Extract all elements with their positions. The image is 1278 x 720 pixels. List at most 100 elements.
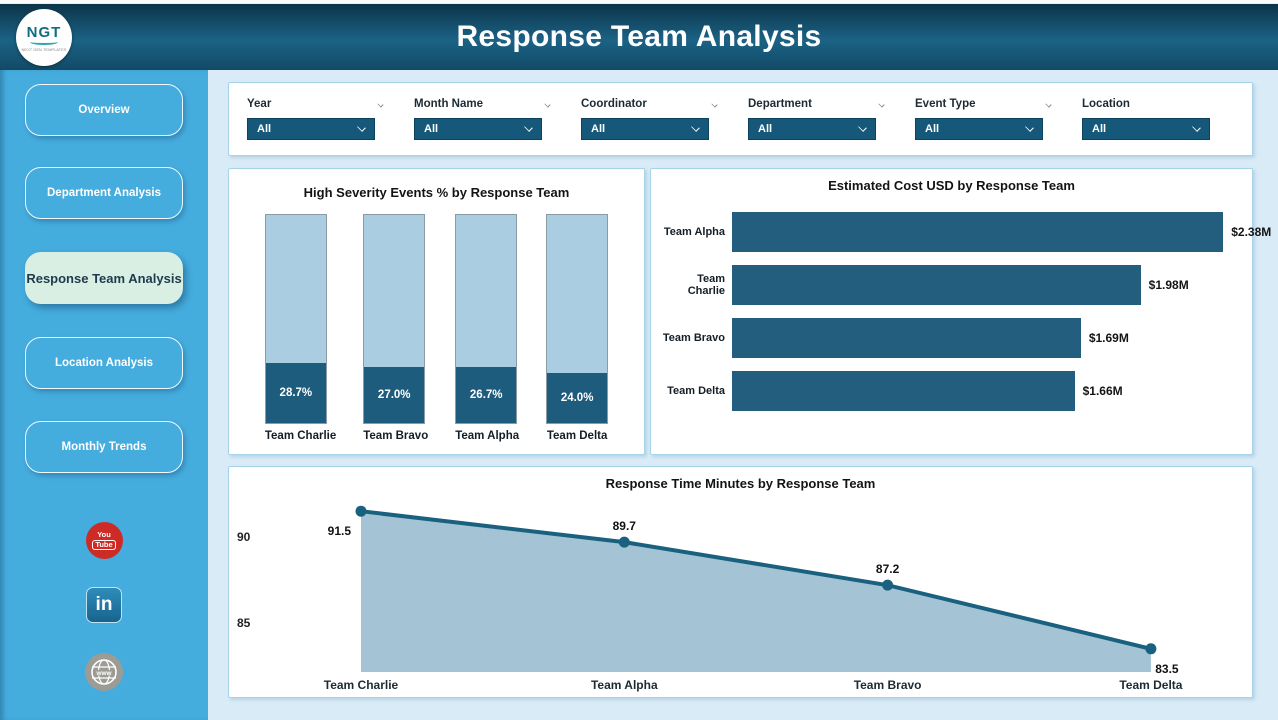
y-axis-tick-label: 90 (237, 530, 251, 544)
bar-track: $2.38M (732, 212, 1271, 252)
youtube-icon[interactable]: You Tube (85, 522, 123, 559)
globe-glyph: www (91, 659, 117, 685)
sidebar-item-monthly-trends[interactable]: Monthly Trends (25, 421, 183, 473)
remainder-segment[interactable] (547, 215, 608, 374)
dropdown-value: All (925, 123, 940, 135)
chevron-down-icon (1025, 123, 1034, 132)
bar-track: $1.69M (732, 318, 1248, 358)
dropdown-value: All (424, 123, 439, 135)
bar-value-label: $1.66M (1082, 384, 1123, 398)
stacked-column-group: 28.7% Team Charlie (264, 214, 337, 442)
filter-dropdown-month-name[interactable]: All (414, 118, 542, 140)
website-globe-icon[interactable]: www (85, 653, 123, 691)
response-time-chart-title: Response Time Minutes by Response Team (605, 476, 876, 491)
sidebar-item-location-analysis[interactable]: Location Analysis (25, 337, 183, 389)
stacked-column[interactable]: 28.7% (264, 214, 327, 424)
high-severity-segment[interactable]: 24.0% (547, 373, 608, 423)
point-value-label: 91.5 (328, 524, 352, 538)
logo-text: NGT (26, 23, 62, 41)
filter-label: Year (247, 98, 384, 110)
stacked-column[interactable]: 27.0% (363, 214, 426, 424)
ngt-logo: NGT NEXT GEN TEMPLATES (16, 9, 72, 66)
segment-value-label: 27.0% (377, 388, 411, 401)
chevron-down-icon (711, 100, 718, 108)
data-point[interactable] (1145, 643, 1157, 655)
bar-row: Team Delta $1.66M (658, 371, 1248, 411)
cost-bar[interactable] (732, 318, 1081, 358)
x-axis-label: Team Delta (546, 430, 608, 442)
data-point[interactable] (618, 536, 630, 548)
sidebar-item-department-analysis[interactable]: Department Analysis (25, 167, 183, 219)
y-axis-label: Team Delta (667, 385, 725, 397)
stacked-column-chart: 28.7% Team Charlie 27.0% Team Bravo 26.7% Tea… (229, 214, 644, 442)
logo-swish-icon (30, 39, 58, 45)
chevron-down-icon (878, 100, 885, 108)
svg-text:www: www (95, 670, 112, 677)
cost-bar[interactable] (732, 371, 1075, 411)
x-axis-label: Team Delta (1119, 678, 1182, 692)
chevron-down-icon (357, 123, 366, 132)
remainder-segment[interactable] (364, 215, 425, 367)
header-banner: NGT NEXT GEN TEMPLATES Response Team Ana… (0, 4, 1278, 70)
dropdown-value: All (257, 123, 272, 135)
point-value-label: 87.2 (876, 562, 900, 576)
dropdown-value: All (758, 123, 773, 135)
high-severity-segment[interactable]: 27.0% (364, 366, 425, 423)
segment-value-label: 26.7% (469, 389, 503, 402)
remainder-segment[interactable] (456, 215, 517, 368)
filter-label: Location (1082, 98, 1130, 110)
chevron-down-icon (858, 123, 867, 132)
data-point[interactable] (882, 579, 894, 591)
cost-bar[interactable] (732, 212, 1224, 252)
stacked-column-group: 26.7% Team Alpha (455, 214, 519, 442)
filter-label: Month Name (414, 98, 551, 110)
filter-dropdown-department[interactable]: All (748, 118, 876, 140)
dropdown-value: All (1092, 123, 1107, 135)
stacked-column[interactable]: 24.0% (546, 214, 609, 424)
x-axis-label: Team Charlie (264, 430, 337, 442)
high-severity-chart-card: High Severity Events % by Response Team … (228, 168, 645, 455)
point-value-label: 89.7 (613, 519, 637, 533)
filter-label: Event Type (915, 98, 1052, 110)
youtube-text-top: You (97, 529, 111, 539)
bar-value-label: $1.98M (1148, 278, 1189, 292)
remainder-segment[interactable] (265, 215, 326, 364)
sidebar-item-overview[interactable]: Overview (25, 84, 183, 136)
x-axis-label: Team Bravo (854, 678, 922, 692)
x-axis-label: Team Bravo (363, 430, 429, 442)
filter-label: Coordinator (581, 98, 718, 110)
y-axis-label: Team Alpha (663, 226, 725, 238)
x-axis-label: Team Alpha (591, 678, 658, 692)
estimated-cost-chart-card: Estimated Cost USD by Response Team Team… (650, 168, 1271, 455)
segment-value-label: 24.0% (560, 392, 594, 405)
chevron-down-icon (1045, 100, 1052, 108)
sidebar-item-response-team-analysis[interactable]: Response Team Analysis (25, 252, 183, 304)
linkedin-icon[interactable]: in (86, 587, 122, 623)
stacked-column[interactable]: 26.7% (455, 214, 518, 424)
filter-dropdown-event-type[interactable]: All (915, 118, 1043, 140)
segment-value-label: 28.7% (279, 387, 313, 400)
stacked-column-group: 27.0% Team Bravo (363, 214, 428, 442)
high-severity-segment[interactable]: 28.7% (265, 363, 326, 423)
x-axis-label: Team Charlie (324, 678, 399, 692)
high-severity-segment[interactable]: 26.7% (456, 367, 517, 423)
stacked-column-group: 24.0% Team Delta (546, 214, 609, 442)
cost-bar[interactable] (732, 265, 1141, 305)
filter-dropdown-location[interactable]: All (1082, 118, 1210, 140)
filter-dropdown-coordinator[interactable]: All (581, 118, 709, 140)
data-point[interactable] (355, 505, 367, 517)
x-axis-label: Team Alpha (455, 430, 520, 442)
bar-value-label: $2.38M (1231, 225, 1272, 239)
social-links: You Tube in www (0, 473, 208, 691)
filter-dropdown-year[interactable]: All (247, 118, 375, 140)
